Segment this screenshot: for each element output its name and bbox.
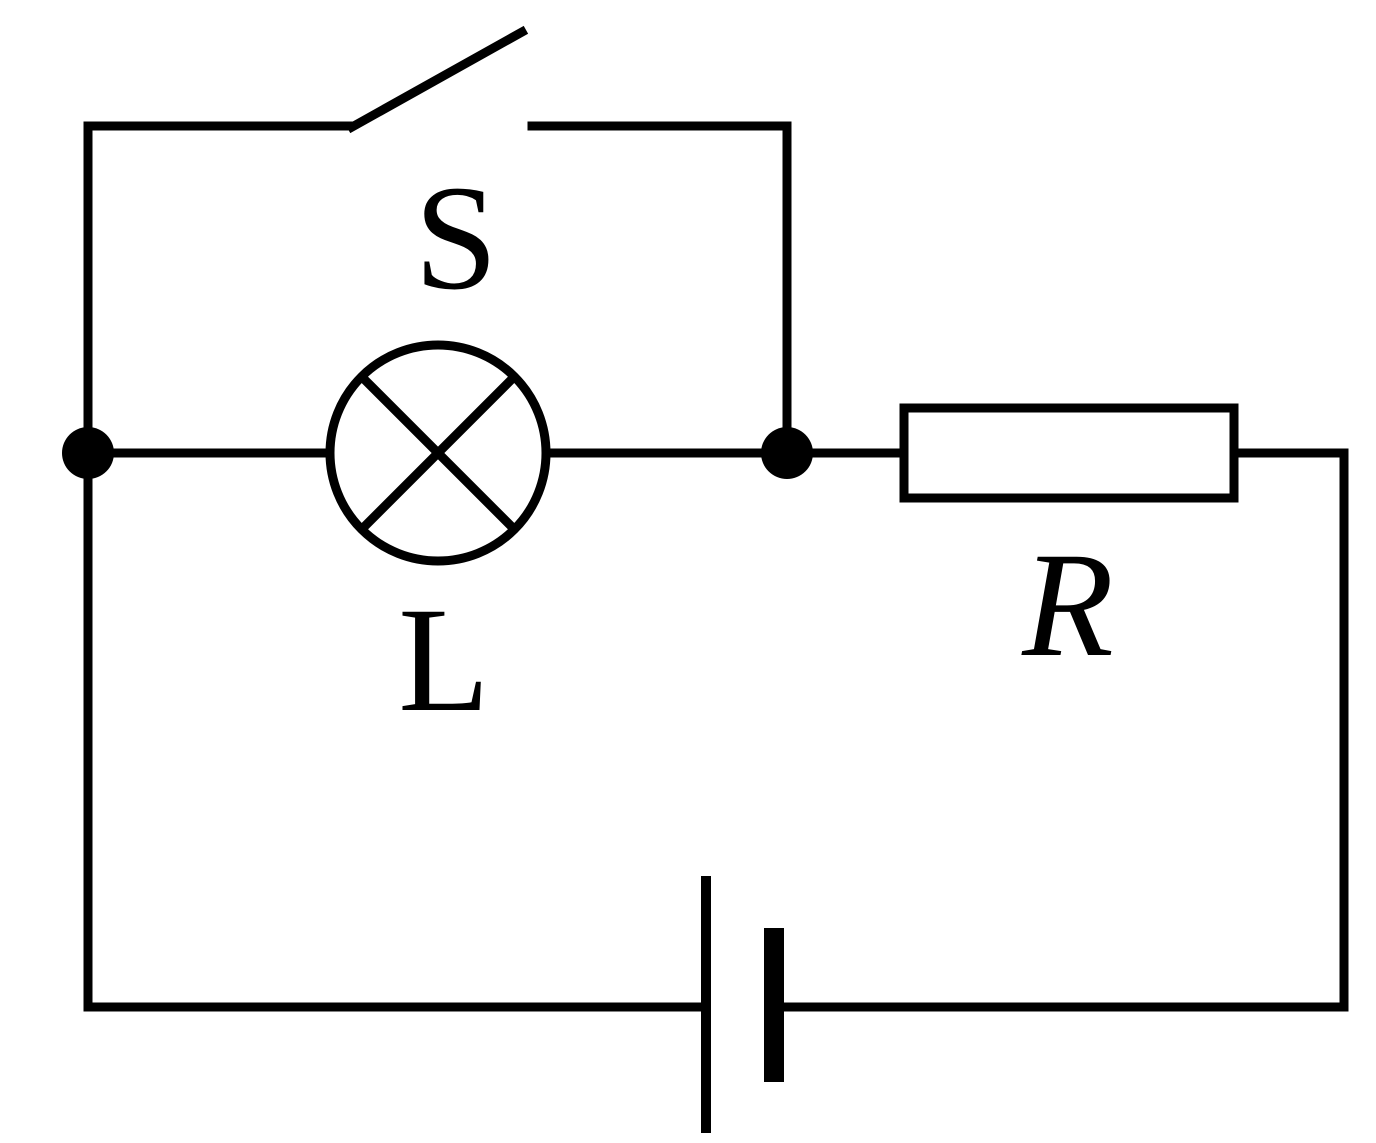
switch-left-wire: [83, 121, 355, 458]
lamp-symbol: [325, 340, 551, 566]
resistor-symbol: [899, 403, 1239, 503]
lamp-branch: [83, 340, 792, 566]
switch-branch: [83, 25, 792, 458]
lamp-label: L: [398, 577, 490, 743]
resistor-label: R: [1021, 522, 1114, 688]
switch-right-wire: [527, 121, 792, 458]
lamp-cross-b: [356, 371, 520, 535]
switch-blade: [345, 25, 529, 134]
battery-symbol: [701, 876, 784, 1133]
junction-dot-middle: [761, 427, 813, 479]
switch-label: S: [414, 155, 497, 321]
lamp-circle: [325, 340, 551, 566]
left-side-wire: [83, 448, 711, 1012]
resistor-branch: [776, 403, 1349, 1012]
right-side-wire: [776, 448, 1349, 1012]
battery-branch: [83, 448, 784, 1133]
junction-dot-left: [62, 427, 114, 479]
